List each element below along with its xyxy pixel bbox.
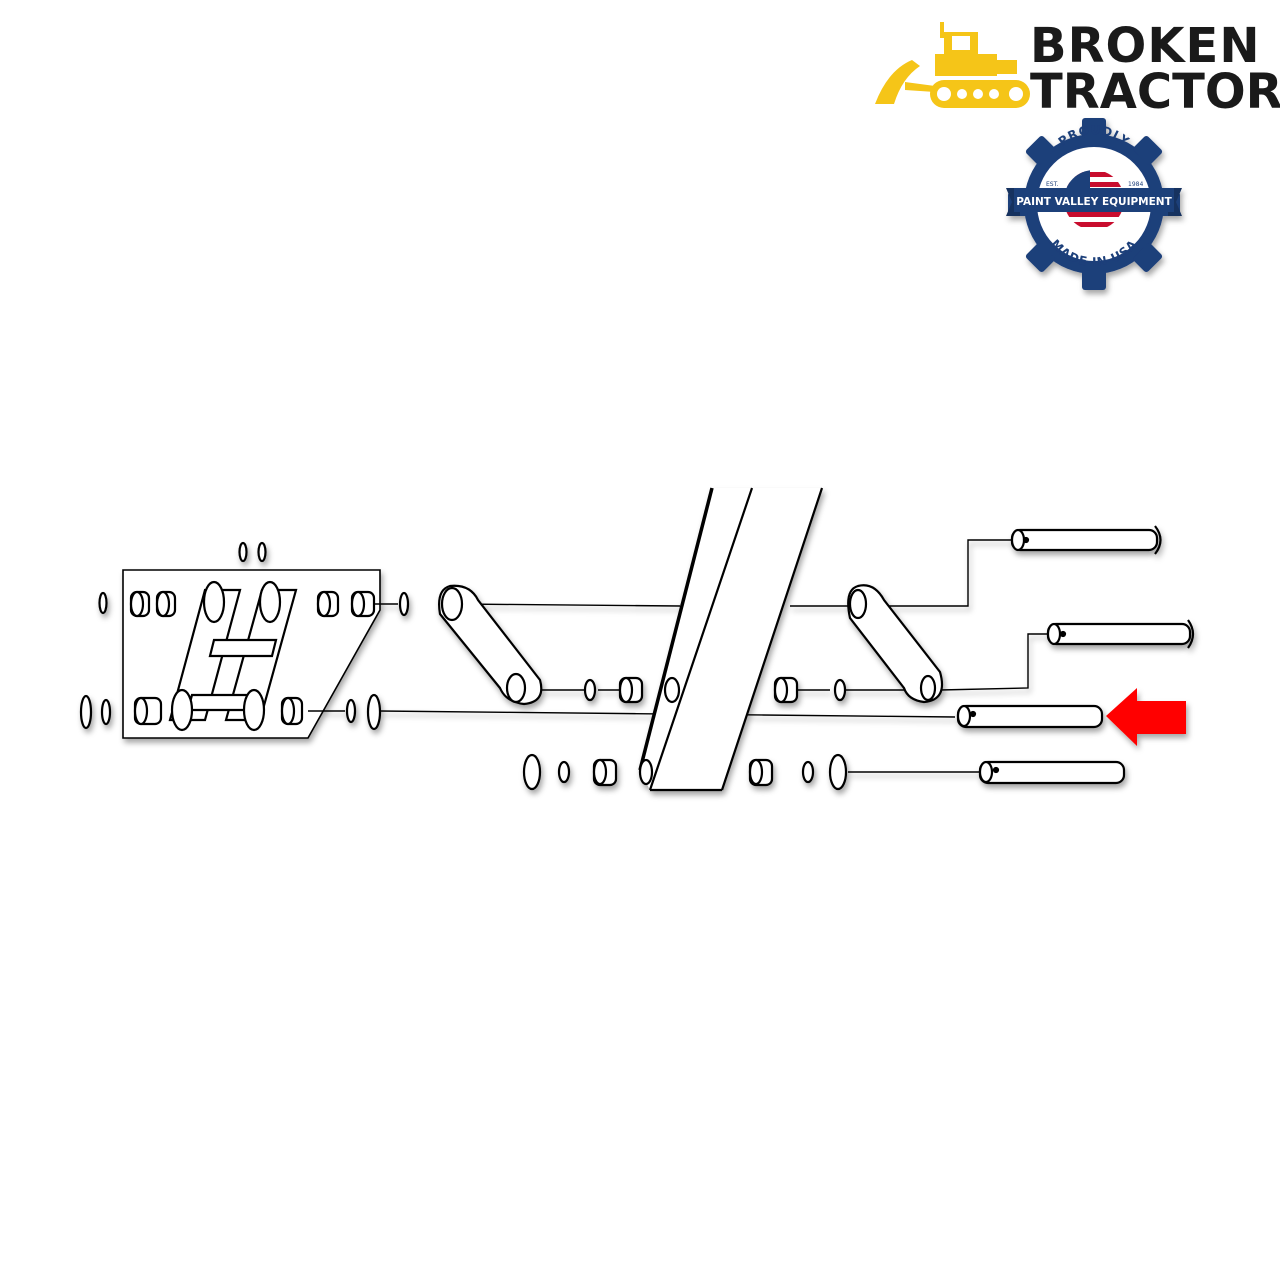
bell-crank-right — [847, 584, 944, 704]
bushing — [155, 590, 177, 618]
bushing — [618, 676, 644, 704]
badge-banner-text: PAINT VALLEY EQUIPMENT — [1016, 196, 1172, 208]
brand-name-line1: BROKEN — [1030, 18, 1261, 74]
bushing — [748, 758, 774, 787]
o-ring — [522, 753, 542, 791]
o-ring — [828, 753, 848, 791]
badge-est-label: EST. — [1046, 181, 1059, 188]
h-link-frame — [168, 580, 298, 732]
bulldozer-icon — [875, 22, 1030, 108]
bushing — [133, 696, 163, 726]
o-ring — [238, 541, 248, 563]
pin-top — [1010, 525, 1162, 555]
pin-bottom — [978, 760, 1126, 785]
boom-arm — [638, 487, 824, 792]
o-ring — [398, 591, 410, 617]
pin-upper-middle — [1046, 619, 1195, 649]
bushing — [592, 758, 618, 787]
exploded-parts-diagram — [79, 487, 1195, 792]
o-ring — [100, 698, 112, 726]
made-in-usa-badge: PROUDLY EST. 1984 PAINT VALLEY EQUIPMENT… — [1006, 118, 1182, 290]
o-ring — [583, 678, 597, 702]
bushing — [350, 590, 376, 618]
bushing — [129, 590, 151, 618]
bushing — [773, 676, 799, 704]
o-ring — [366, 693, 382, 731]
brand-name-line2: TRACTOR — [1030, 64, 1280, 120]
badge-banner: PAINT VALLEY EQUIPMENT — [1006, 188, 1182, 216]
o-ring — [257, 541, 267, 563]
o-ring — [345, 698, 357, 724]
o-ring — [557, 760, 571, 784]
o-ring — [79, 694, 93, 730]
pin-highlighted — [956, 704, 1104, 729]
o-ring — [98, 591, 108, 615]
bushing — [280, 696, 304, 726]
arrow-left-icon — [1106, 688, 1186, 746]
broken-tractor-logo: BROKEN TRACTOR — [875, 18, 1280, 120]
o-ring — [833, 678, 847, 702]
bell-crank-left — [438, 584, 543, 706]
bushing — [316, 590, 340, 618]
o-ring — [801, 760, 815, 784]
badge-year: 1984 — [1128, 181, 1143, 188]
